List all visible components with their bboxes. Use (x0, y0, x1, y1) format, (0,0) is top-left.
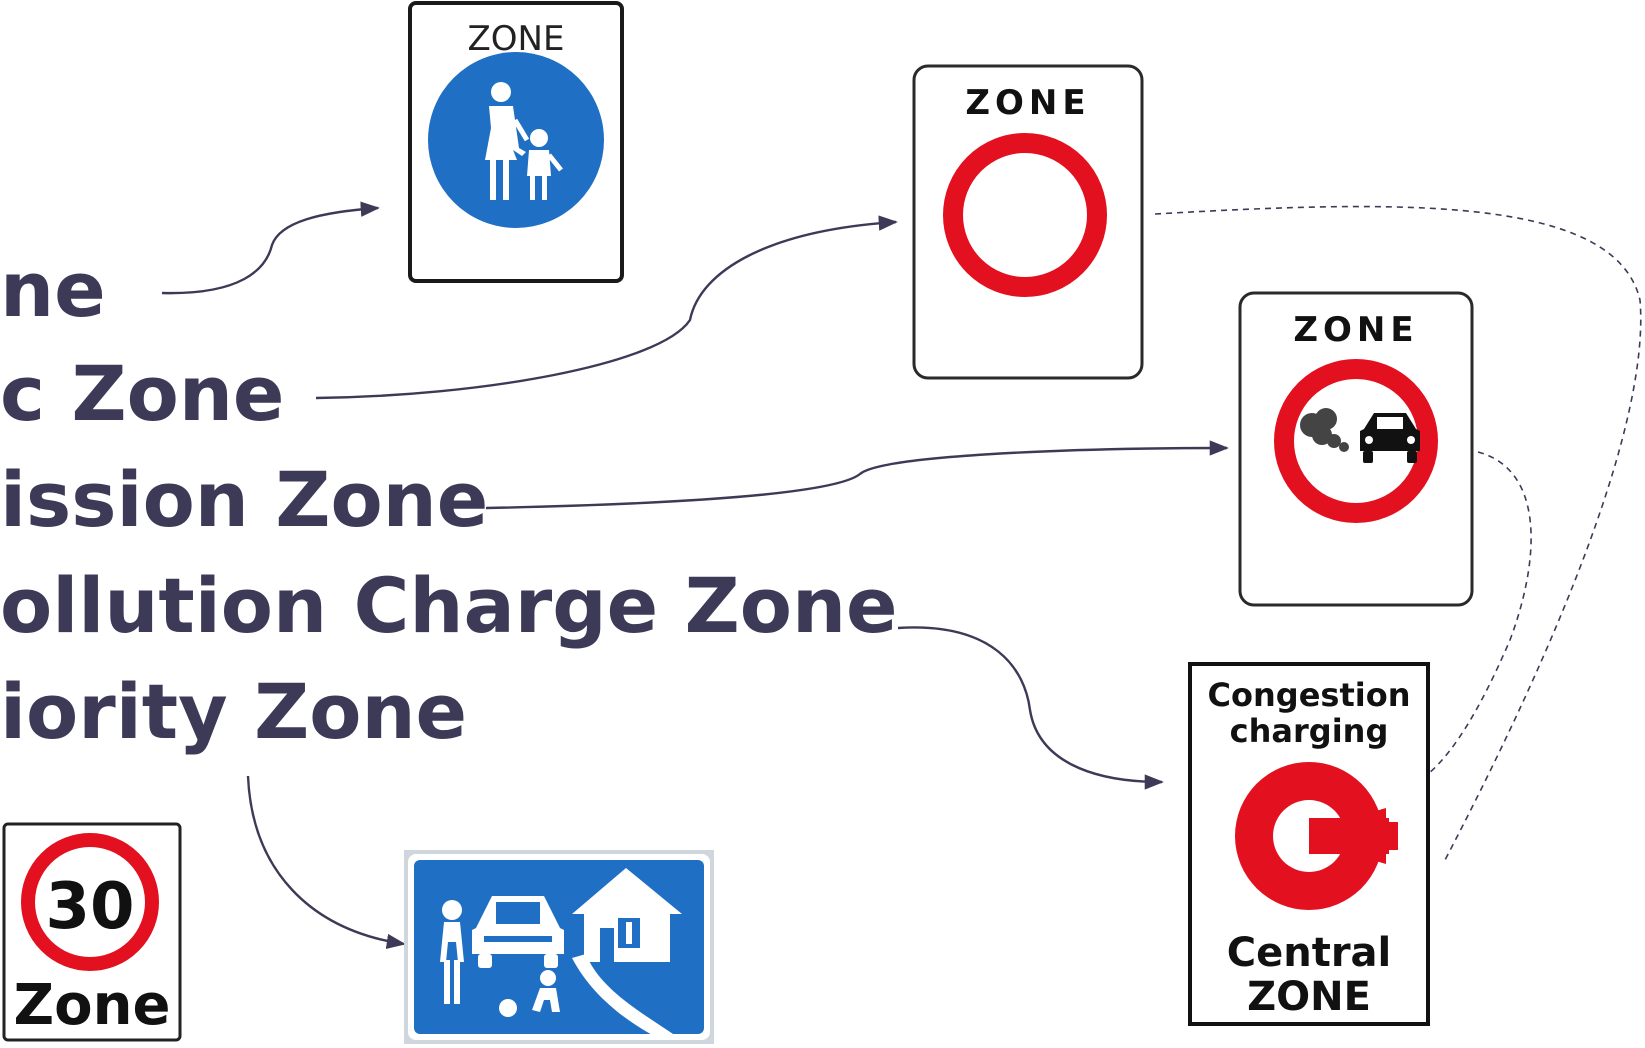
pedestrian-zone-sign: ZONE (408, 1, 624, 283)
congestion-line-3: Central (1227, 930, 1392, 976)
label-emission-zone: ission Zone (0, 455, 489, 544)
label-traffic-zone: c Zone (0, 349, 285, 438)
arrow-traffic-zone (315, 215, 898, 400)
street-curb-icon (572, 954, 676, 1040)
label-priority-zone: iority Zone (0, 667, 468, 756)
arrow-priority-zone (246, 775, 406, 950)
arrow-emission-zone (485, 440, 1229, 510)
home-zone-sign (404, 850, 714, 1044)
dashed-link-emission-to-congestion (1419, 451, 1532, 781)
congestion-charge-sign: Congestion charging Central ZONE (1188, 662, 1430, 1026)
car-icon (472, 896, 564, 968)
emission-ring (1274, 359, 1438, 523)
restricted-zone-sign-text: ZONE (965, 83, 1090, 123)
walking-person-icon (440, 900, 464, 1004)
low-emission-zone-sign-text: ZONE (1293, 310, 1418, 350)
adult-child-icon (485, 82, 563, 200)
smoke-icon (1300, 408, 1349, 452)
house-icon (572, 868, 682, 962)
restricted-ring (943, 133, 1107, 297)
restricted-zone-sign: ZONE (912, 64, 1144, 380)
label-pollution-charge-zone: ollution Charge Zone (0, 561, 898, 650)
speed-limit-number: 30 (45, 870, 134, 944)
child-playing-icon (499, 970, 560, 1017)
dashed-link-restricted-to-congestion (1154, 205, 1642, 861)
speed-zone-text: Zone (14, 973, 171, 1038)
speed-ring (21, 833, 159, 971)
arrow-pollution-charge-zone (897, 626, 1164, 790)
congestion-line-4: ZONE (1247, 974, 1371, 1020)
car-icon (1360, 413, 1420, 463)
arrow-pedestrian-zone (161, 201, 380, 295)
label-pedestrian-zone: ne (0, 245, 106, 334)
speed-zone-sign: 30 Zone (2, 822, 182, 1042)
congestion-line-2: charging (1230, 712, 1389, 750)
low-emission-zone-sign: ZONE (1238, 291, 1474, 607)
congestion-line-1: Congestion (1208, 676, 1411, 714)
